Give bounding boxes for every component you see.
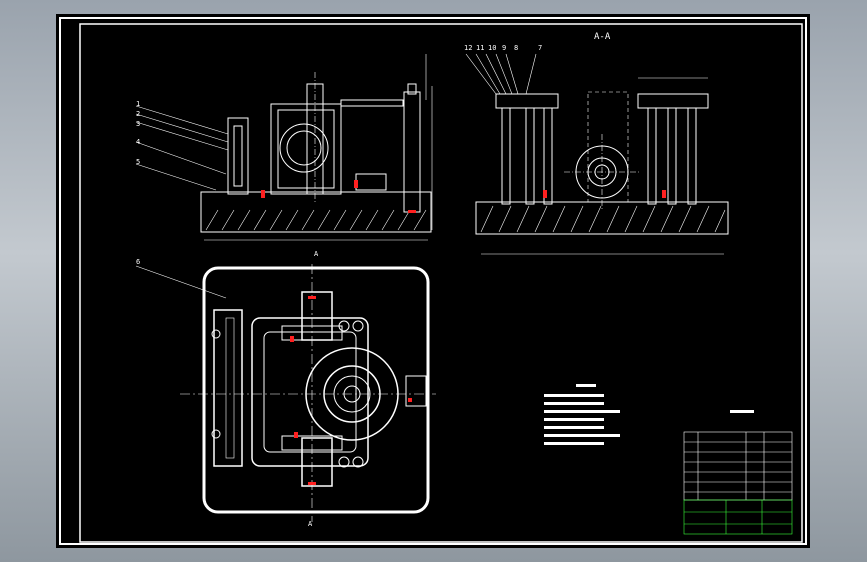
cut-mark-bottom: A	[308, 520, 313, 528]
outer-border	[59, 17, 807, 545]
part-number-7: 7	[538, 44, 543, 52]
part-number-3: 3	[136, 120, 141, 128]
front-left-block	[227, 117, 249, 195]
leaders	[135, 53, 537, 299]
part-number-11: 11	[476, 44, 485, 52]
part-number-1: 1	[136, 100, 141, 108]
section-view	[475, 77, 729, 255]
section-base	[475, 201, 729, 235]
part-number-9: 9	[502, 44, 507, 52]
front-right-post	[403, 91, 421, 213]
plan-view	[180, 264, 436, 522]
plan-outline	[202, 266, 430, 514]
title-block	[683, 431, 793, 535]
technical-notes	[544, 384, 754, 445]
section-label: A-A	[594, 32, 611, 42]
front-base	[200, 191, 432, 233]
part-number-12: 12	[464, 44, 473, 52]
part-number-2: 2	[136, 110, 141, 118]
front-view	[200, 72, 433, 241]
cut-mark-top: A	[314, 250, 319, 258]
section-right-cap	[637, 93, 709, 109]
part-number-4: 4	[136, 138, 141, 146]
part-number-5: 5	[136, 158, 141, 166]
part-number-8: 8	[514, 44, 519, 52]
drawing-sheet: A-A 12 11 10 9 8 7 1 2 3 4 5 6 A A	[56, 14, 810, 548]
red-marks	[261, 180, 666, 485]
section-left-cap	[495, 93, 559, 109]
part-number-6: 6	[136, 258, 141, 266]
front-frame	[270, 103, 342, 195]
inner-border	[79, 23, 803, 543]
part-number-10: 10	[488, 44, 497, 52]
cad-drawing	[59, 17, 807, 545]
